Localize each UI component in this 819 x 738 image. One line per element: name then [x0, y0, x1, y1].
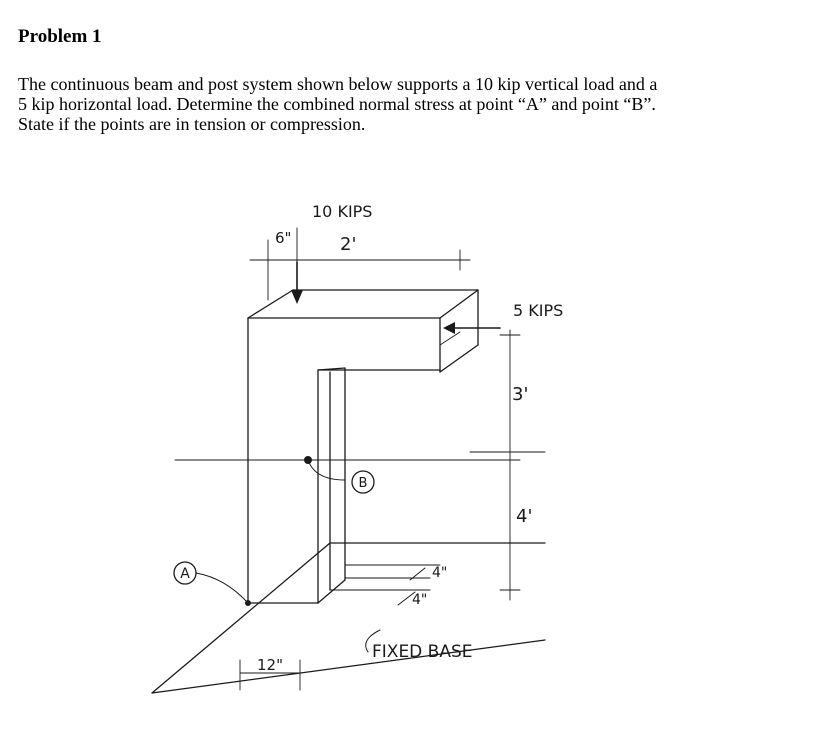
point-b-label: B: [359, 476, 368, 491]
offset-top-label: 6": [275, 229, 291, 247]
dimension-lines: [174, 227, 546, 691]
fixed-base-label: FIXED BASE: [372, 642, 473, 662]
upper-height-label: 3': [512, 384, 528, 405]
point-a-circle: [173, 561, 197, 585]
section-width-label: 4": [412, 592, 427, 608]
post-width-label: 12": [257, 656, 283, 674]
base-section-lines: [329, 564, 441, 606]
point-b-marker: [304, 456, 312, 464]
horizontal-load-arrowhead: [443, 322, 455, 334]
section-depth-label: 4": [432, 565, 447, 581]
point-a-marker: [245, 600, 251, 606]
fixed-base-leader: [365, 629, 381, 653]
statement-line-3: State if the points are in tension or co…: [18, 114, 366, 134]
post: [247, 317, 346, 604]
vertical-load-label: 10 KIPS: [312, 202, 372, 221]
statement-line-2: 5 kip horizontal load. Determine the com…: [18, 94, 656, 114]
problem-statement: The continuous beam and post system show…: [18, 74, 808, 134]
ground-plane: [151, 542, 546, 694]
beam-span-label: 2': [340, 234, 356, 255]
vertical-load-arrowhead: [291, 290, 303, 304]
problem-heading: Problem 1: [18, 26, 102, 47]
point-b-circle: [351, 470, 375, 494]
point-a-label: A: [180, 566, 190, 582]
statement-line-1: The continuous beam and post system show…: [18, 74, 658, 94]
leader-lines: [195, 459, 346, 604]
lower-height-label: 4': [516, 506, 532, 527]
beam: [247, 289, 479, 373]
horizontal-load-label: 5 KIPS: [513, 301, 563, 320]
